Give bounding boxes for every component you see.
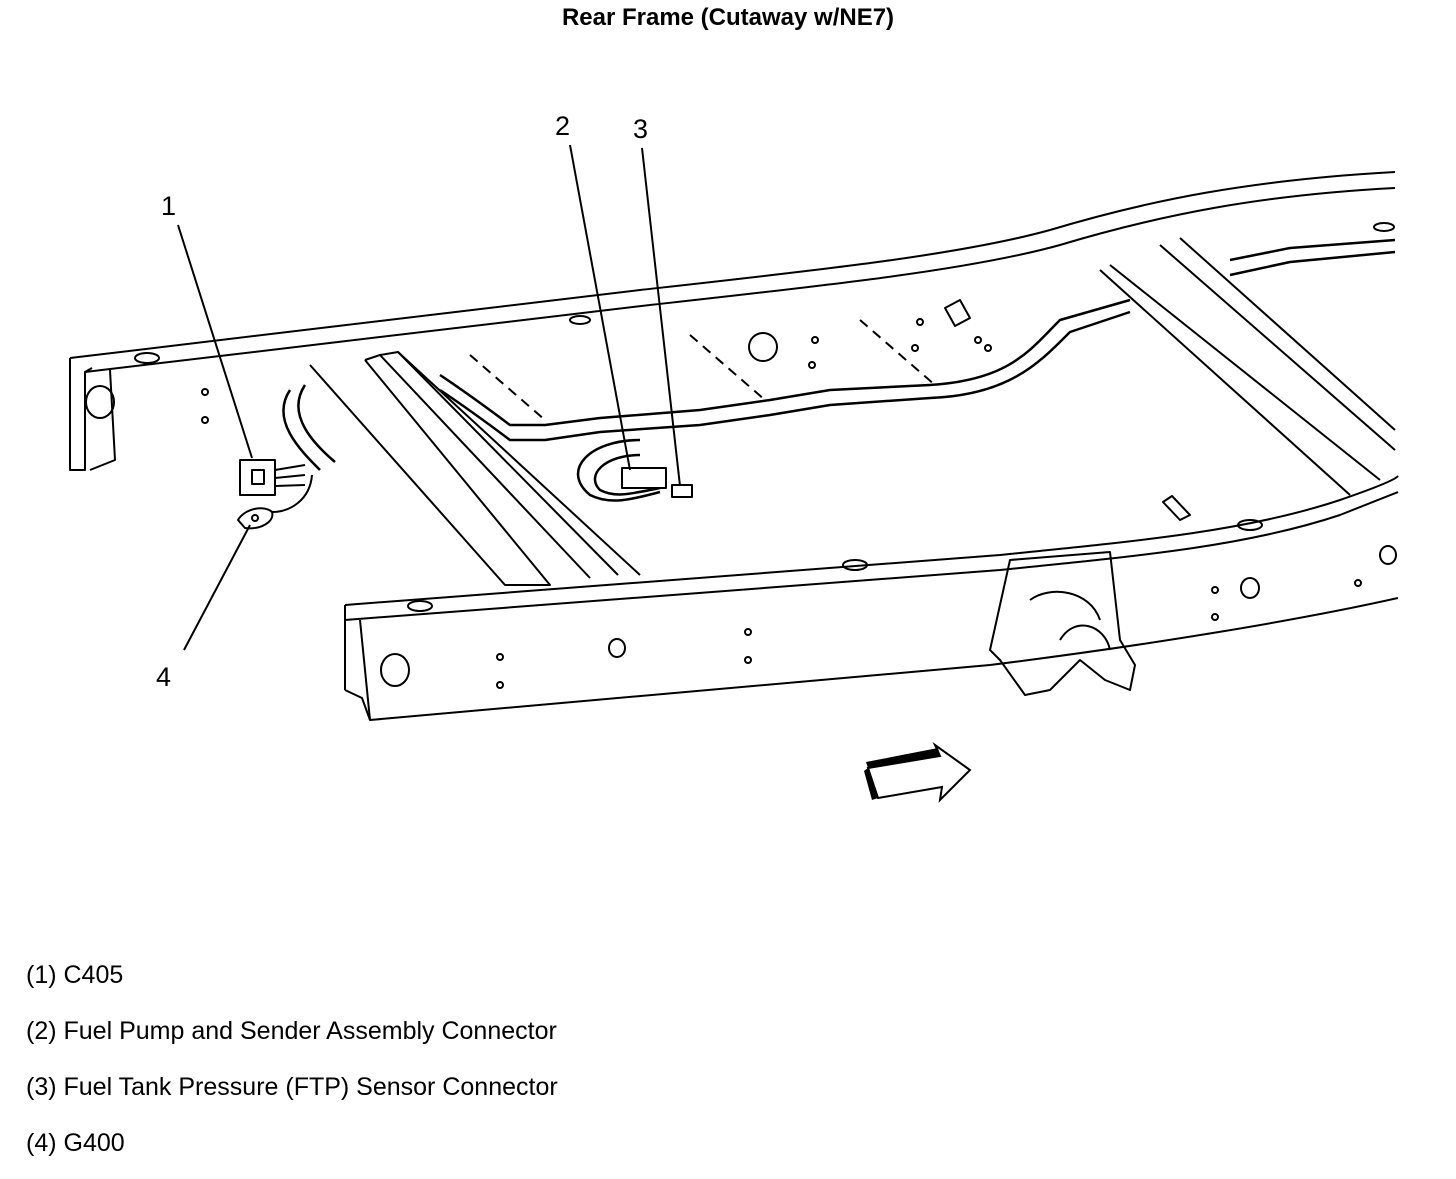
tie-strap-guides [469, 319, 936, 421]
callout-4: 4 [156, 662, 171, 692]
legend-item-c405: (1) C405 [26, 961, 124, 989]
frame-holes [85, 222, 1397, 689]
frame-studs [944, 299, 1191, 521]
callout-1: 1 [161, 191, 176, 221]
lower-frame-rail [344, 475, 1399, 721]
forward-arrow-icon [864, 742, 972, 803]
wiring-harness [282, 238, 1396, 502]
connector-c405 [239, 459, 306, 496]
diagram-title: Rear Frame (Cutaway w/NE7) [561, 4, 895, 31]
callout-legend: (1) C405 (2) Fuel Pump and Sender Assemb… [26, 955, 558, 1179]
callout-leaders [177, 144, 681, 651]
cross-members [309, 237, 1396, 586]
upper-frame-rail [69, 171, 1396, 471]
rear-frame-illustration: 1 2 3 4 [69, 111, 1399, 803]
fuel-pump-connector [621, 467, 667, 489]
legend-item-ftp-sensor-connector: (3) Fuel Tank Pressure (FTP) Sensor Conn… [26, 1073, 558, 1101]
spring-hanger-bracket [989, 551, 1136, 696]
legend-item-g400: (4) G400 [26, 1129, 125, 1157]
ground-eyelet-g400 [237, 474, 313, 530]
callout-2: 2 [555, 111, 570, 141]
ftp-sensor-connector [671, 484, 693, 498]
callout-3: 3 [633, 114, 648, 144]
legend-item-fuel-pump-connector: (2) Fuel Pump and Sender Assembly Connec… [26, 1017, 557, 1045]
